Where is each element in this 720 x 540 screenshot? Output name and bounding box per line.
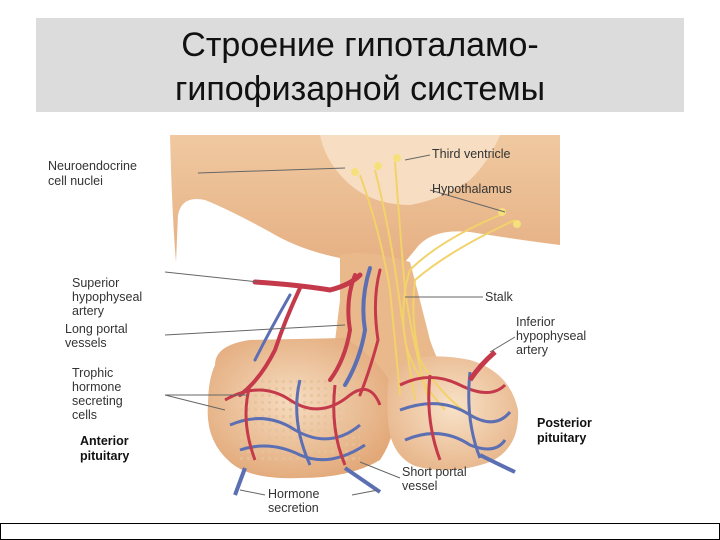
label-long-portal-1: Long portal [65,322,128,336]
title-line-2: гипофизарной системы [174,70,546,108]
label-hormone-2: secretion [268,501,319,515]
label-trophic-2: hormone [72,380,121,394]
outflow-vessel [479,453,516,474]
label-anterior-2: pituitary [80,449,129,463]
neuroendocrine-fibers [359,161,516,416]
efferent-vessel-left [233,467,247,496]
label-posterior-1: Posterior [537,416,592,430]
label-third-ventricle: Third ventricle [432,147,511,161]
title-line-1: Строение гипоталамо- [181,26,539,64]
nuclei [351,154,521,228]
label-inferior-1: Inferior [516,315,555,329]
title-banner: Строение гипоталамо- гипофизарной систем… [36,18,684,112]
posterior-capillaries [399,371,512,461]
label-stalk: Stalk [485,290,514,304]
label-anterior-1: Anterior [80,434,129,448]
label-short-portal-2: vessel [402,479,437,493]
label-superior-3: artery [72,304,105,318]
label-trophic-4: cells [72,408,97,422]
label-short-portal-1: Short portal [402,465,467,479]
label-neuroendocrine-2: cell nuclei [48,174,103,188]
label-superior-1: Superior [72,276,119,290]
label-long-portal-2: vessels [65,336,107,350]
label-hormone-1: Hormone [268,487,319,501]
label-hypothalamus: Hypothalamus [432,182,512,196]
label-superior-2: hypophyseal [72,290,142,304]
leader-lines [164,154,516,496]
label-trophic-3: secreting [72,394,123,408]
posterior-pituitary-shape [387,356,519,471]
anterior-capillaries [224,379,382,466]
label-trophic-1: Trophic [72,366,113,380]
inferior-artery-vessel [467,350,497,382]
label-inferior-2: hypophyseal [516,329,586,343]
label-inferior-3: artery [516,343,549,357]
label-posterior-2: pituitary [537,431,586,445]
label-neuroendocrine-1: Neuroendocrine [48,159,137,173]
efferent-vessel-right [343,466,382,494]
bottom-frame [0,523,720,540]
